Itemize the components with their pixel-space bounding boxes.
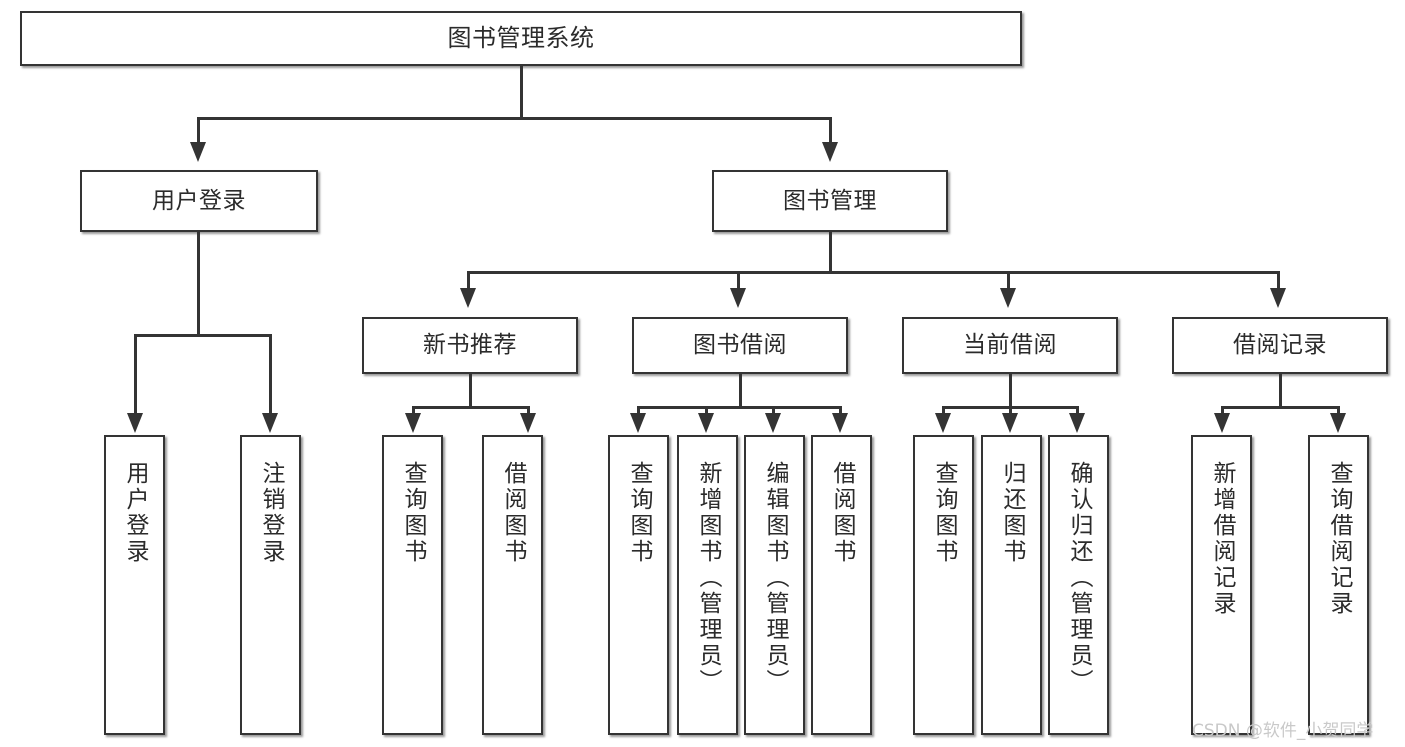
watermark-text: CSDN @软件_小贺同学 (1192, 721, 1374, 741)
connector-bb-stem (739, 374, 742, 408)
node-label: 图书管理 (783, 187, 877, 214)
connector-level2-drop-4 (1277, 271, 1280, 289)
connector-cb-drop-2 (1009, 406, 1012, 415)
connector-bb-bar (637, 406, 841, 409)
connector-cb-stem (1009, 374, 1012, 408)
leaf-bb-borrow-book[interactable]: 借阅图书 (811, 435, 872, 735)
leaf-br-add-record[interactable]: 新增借阅记录 (1191, 435, 1252, 735)
arrow-bb-child-3 (765, 413, 781, 433)
arrow-to-logout-leaf (262, 413, 278, 433)
connector-br-bar (1221, 406, 1339, 409)
connector-br-drop-1 (1221, 406, 1224, 415)
leaf-br-query-record[interactable]: 查询借阅记录 (1308, 435, 1369, 735)
arrow-to-user-login-leaf (127, 413, 143, 433)
connector-br-stem (1279, 374, 1282, 408)
arrow-nbr-child-1 (405, 413, 421, 433)
node-root-system[interactable]: 图书管理系统 (20, 11, 1022, 66)
arrow-nbr-child-2 (520, 413, 536, 433)
connector-level2-drop-2 (737, 271, 740, 289)
node-label: 新增借阅记录 (1209, 461, 1235, 617)
leaf-cb-query-book[interactable]: 查询图书 (913, 435, 974, 735)
node-label: 注销登录 (258, 461, 284, 565)
connector-bb-drop-3 (772, 406, 775, 415)
node-borrow-record[interactable]: 借阅记录 (1172, 317, 1388, 374)
connector-bb-drop-4 (839, 406, 842, 415)
arrow-cb-child-1 (935, 413, 951, 433)
connector-level1-bar (197, 117, 831, 120)
node-new-book-recommend[interactable]: 新书推荐 (362, 317, 578, 374)
node-label: 查询图书 (626, 461, 652, 565)
arrow-cb-child-2 (1002, 413, 1018, 433)
node-label: 用户登录 (122, 461, 148, 565)
leaf-bb-add-book-admin[interactable]: 新增图书（管理员） (677, 435, 738, 735)
connector-level2-bar (467, 271, 1280, 274)
connector-level1-drop-right (829, 117, 832, 142)
node-label: 借阅记录 (1233, 332, 1327, 359)
arrow-bb-child-4 (832, 413, 848, 433)
leaf-cb-confirm-return-admin[interactable]: 确认归还（管理员） (1048, 435, 1109, 735)
arrow-to-book-manage (822, 142, 838, 162)
leaf-nbr-borrow-book[interactable]: 借阅图书 (482, 435, 543, 735)
node-label: 确认归还（管理员） (1066, 461, 1092, 695)
connector-nbr-bar (412, 406, 529, 409)
connector-user-login-bar (134, 334, 271, 337)
node-label: 借阅图书 (829, 461, 855, 565)
node-label: 新增图书（管理员） (695, 461, 721, 695)
arrow-to-user-login (190, 142, 206, 162)
leaf-cb-return-book[interactable]: 归还图书 (981, 435, 1042, 735)
connector-nbr-drop-2 (527, 406, 530, 415)
node-label: 新书推荐 (423, 332, 517, 359)
arrow-br-child-1 (1214, 413, 1230, 433)
connector-bb-drop-2 (705, 406, 708, 415)
connector-cb-drop-3 (1076, 406, 1079, 415)
node-label: 借阅图书 (500, 461, 526, 565)
node-label: 用户登录 (152, 187, 246, 214)
connector-br-drop-2 (1337, 406, 1340, 415)
connector-nbr-stem (469, 374, 472, 408)
node-label: 当前借阅 (963, 332, 1057, 359)
connector-level1-drop-left (197, 117, 200, 142)
node-book-manage[interactable]: 图书管理 (712, 170, 948, 232)
connector-user-login-stem (197, 232, 200, 336)
connector-level2-drop-3 (1007, 271, 1010, 289)
connector-nbr-drop-1 (412, 406, 415, 415)
node-user-login[interactable]: 用户登录 (80, 170, 318, 232)
node-current-borrow[interactable]: 当前借阅 (902, 317, 1118, 374)
connector-root-stem (520, 66, 523, 119)
leaf-bb-query-book[interactable]: 查询图书 (608, 435, 669, 735)
arrow-to-new-book-recommend (460, 288, 476, 308)
node-label: 编辑图书（管理员） (762, 461, 788, 695)
arrow-to-current-borrow (1000, 288, 1016, 308)
node-book-borrow[interactable]: 图书借阅 (632, 317, 848, 374)
arrow-br-child-2 (1330, 413, 1346, 433)
leaf-bb-edit-book-admin[interactable]: 编辑图书（管理员） (744, 435, 805, 735)
connector-user-login-drop-1 (134, 334, 137, 415)
node-label: 查询借阅记录 (1326, 461, 1352, 617)
node-label: 归还图书 (999, 461, 1025, 565)
arrow-bb-child-1 (630, 413, 646, 433)
leaf-user-login[interactable]: 用户登录 (104, 435, 165, 735)
node-label: 图书借阅 (693, 332, 787, 359)
leaf-nbr-query-book[interactable]: 查询图书 (382, 435, 443, 735)
node-label: 查询图书 (400, 461, 426, 565)
connector-user-login-drop-2 (269, 334, 272, 415)
connector-level2-drop-1 (467, 271, 470, 289)
arrow-cb-child-3 (1069, 413, 1085, 433)
connector-cb-drop-1 (942, 406, 945, 415)
node-label: 图书管理系统 (447, 23, 595, 52)
arrow-bb-child-2 (698, 413, 714, 433)
connector-book-manage-stem (829, 232, 832, 274)
leaf-logout[interactable]: 注销登录 (240, 435, 301, 735)
node-label: 查询图书 (931, 461, 957, 565)
arrow-to-book-borrow (730, 288, 746, 308)
arrow-to-borrow-record (1270, 288, 1286, 308)
connector-bb-drop-1 (637, 406, 640, 415)
